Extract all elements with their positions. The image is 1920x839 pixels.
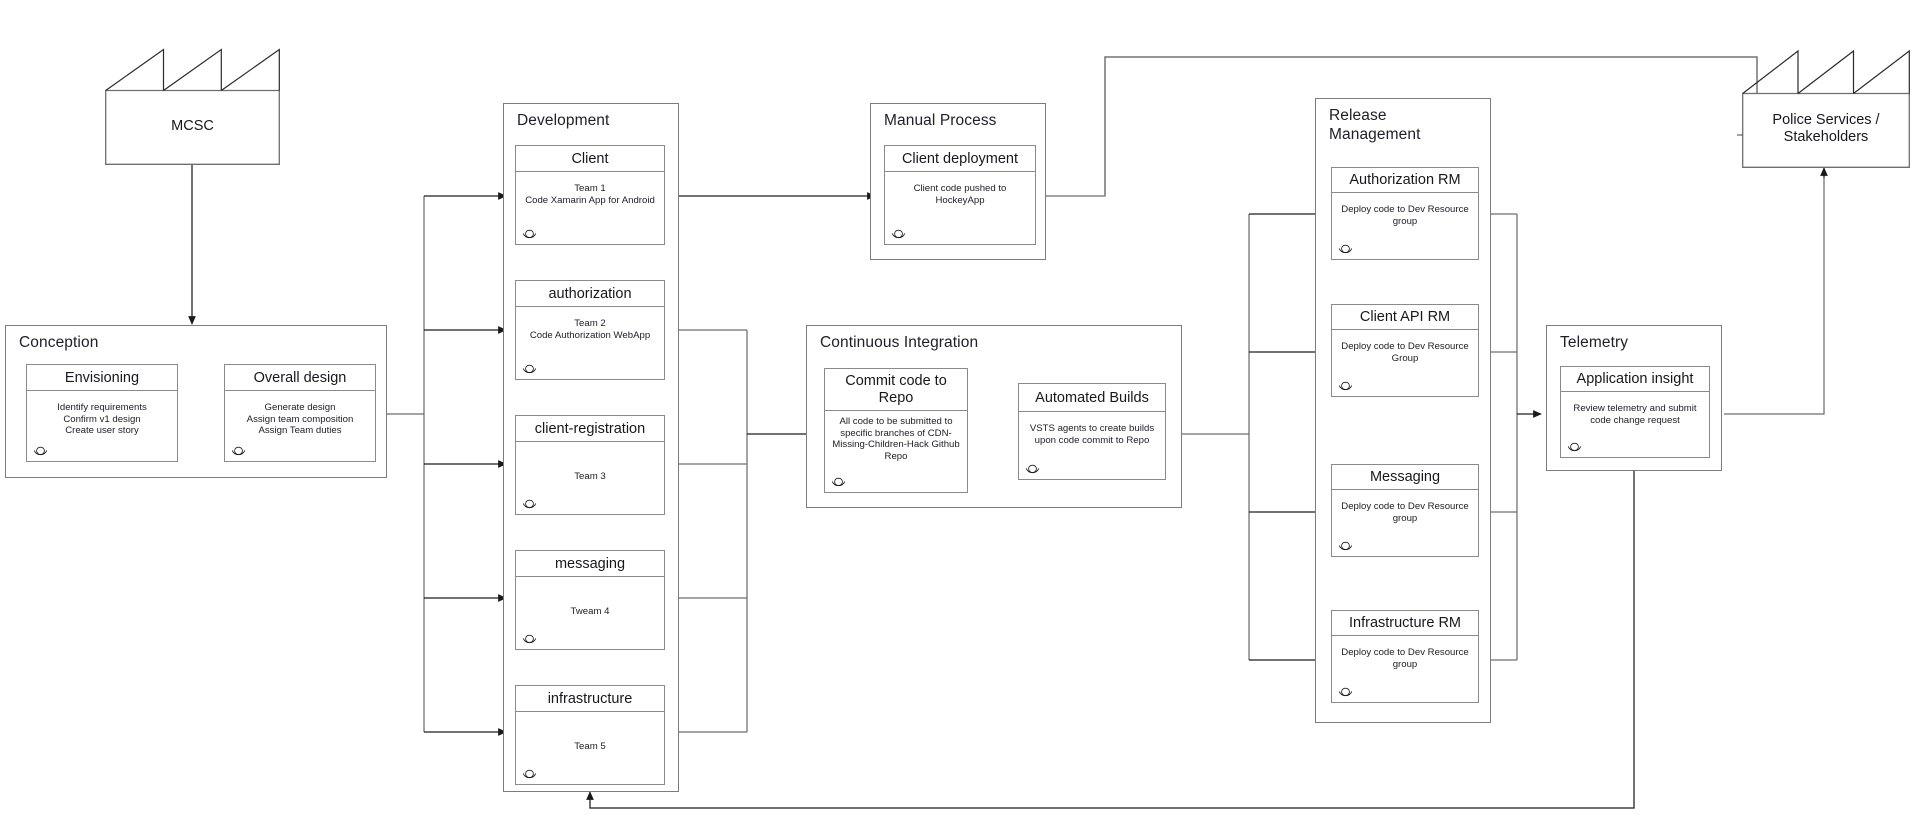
pool-manual-process-title: Manual Process	[884, 112, 997, 129]
task-client-api-rm-body: Deploy code to Dev Resource Group	[1332, 330, 1478, 396]
manual-hand-icon	[33, 446, 48, 456]
task-client-api-rm-header: Client API RM	[1332, 305, 1478, 330]
manual-hand-icon	[231, 446, 246, 456]
task-messaging-rm-header: Messaging	[1332, 465, 1478, 490]
task-client[interactable]: Client Team 1 Code Xamarin App for Andro…	[515, 145, 665, 245]
task-infrastructure-text: Team 5	[574, 741, 606, 752]
task-infrastructure-rm-header: Infrastructure RM	[1332, 611, 1478, 636]
task-messaging-rm-body: Deploy code to Dev Resource group	[1332, 490, 1478, 556]
task-commit-code-to-repo-header: Commit code to Repo	[825, 369, 967, 411]
task-overall-design-header: Overall design	[225, 365, 375, 391]
task-authorization-body: Team 2 Code Authorization WebApp	[516, 307, 664, 379]
manual-hand-icon	[1338, 244, 1353, 254]
factory-shape-icon	[1742, 49, 1910, 168]
manual-hand-icon	[891, 229, 906, 239]
task-authorization-header: authorization	[516, 281, 664, 307]
manual-hand-icon	[1338, 687, 1353, 697]
task-authorization-rm[interactable]: Authorization RM Deploy code to Dev Reso…	[1331, 167, 1479, 260]
task-overall-design-body: Generate design Assign team composition …	[225, 391, 375, 461]
task-messaging-header: messaging	[516, 551, 664, 577]
task-client-deployment[interactable]: Client deployment Client code pushed to …	[884, 145, 1036, 245]
task-application-insight-header: Application insight	[1561, 367, 1709, 392]
pool-release-management-title: Release Management	[1329, 107, 1421, 143]
manual-hand-icon	[522, 364, 537, 374]
task-client-api-rm-text: Deploy code to Dev Resource Group	[1341, 341, 1469, 364]
task-messaging-rm-text: Deploy code to Dev Resource group	[1341, 501, 1469, 524]
manual-hand-icon	[1338, 381, 1353, 391]
task-application-insight[interactable]: Application insight Review telemetry and…	[1560, 366, 1710, 458]
task-envisioning-text: Identify requirements Confirm v1 design …	[57, 402, 147, 437]
manual-hand-icon	[522, 229, 537, 239]
external-entity-police-services-label: Police Services / Stakeholders	[1772, 112, 1880, 145]
task-automated-builds-text: VSTS agents to create builds upon code c…	[1029, 423, 1155, 446]
task-automated-builds-header: Automated Builds	[1019, 384, 1165, 412]
task-application-insight-body: Review telemetry and submit code change …	[1561, 392, 1709, 457]
task-client-api-rm[interactable]: Client API RM Deploy code to Dev Resourc…	[1331, 304, 1479, 397]
task-infrastructure-rm-text: Deploy code to Dev Resource group	[1341, 647, 1469, 670]
task-authorization-text: Team 2 Code Authorization WebApp	[529, 318, 651, 341]
task-client-text: Team 1 Code Xamarin App for Android	[525, 183, 655, 206]
task-automated-builds-body: VSTS agents to create builds upon code c…	[1019, 412, 1165, 479]
task-commit-code-to-repo-text: All code to be submitted to specific bra…	[832, 416, 960, 462]
task-envisioning-body: Identify requirements Confirm v1 design …	[27, 391, 177, 461]
task-infrastructure-body: Team 5	[516, 712, 664, 784]
task-infrastructure-rm-body: Deploy code to Dev Resource group	[1332, 636, 1478, 702]
pool-conception-title: Conception	[19, 334, 99, 351]
factory-shape-icon	[105, 48, 280, 165]
external-entity-police-services[interactable]: Police Services / Stakeholders	[1742, 40, 1910, 168]
task-authorization[interactable]: authorization Team 2 Code Authorization …	[515, 280, 665, 380]
pool-telemetry-title: Telemetry	[1560, 334, 1629, 351]
task-commit-code-to-repo[interactable]: Commit code to Repo All code to be submi…	[824, 368, 968, 493]
pool-development-title: Development	[517, 112, 610, 129]
task-envisioning[interactable]: Envisioning Identify requirements Confir…	[26, 364, 178, 462]
task-messaging[interactable]: messaging Tweam 4	[515, 550, 665, 650]
task-overall-design-text: Generate design Assign team composition …	[246, 402, 354, 437]
task-client-deployment-header: Client deployment	[885, 146, 1035, 172]
manual-hand-icon	[522, 769, 537, 779]
task-application-insight-text: Review telemetry and submit code change …	[1573, 403, 1697, 426]
manual-hand-icon	[1338, 541, 1353, 551]
task-messaging-rm[interactable]: Messaging Deploy code to Dev Resource gr…	[1331, 464, 1479, 557]
task-infrastructure[interactable]: infrastructure Team 5	[515, 685, 665, 785]
task-commit-code-to-repo-body: All code to be submitted to specific bra…	[825, 411, 967, 492]
task-client-registration-header: client-registration	[516, 416, 664, 442]
manual-hand-icon	[522, 499, 537, 509]
task-automated-builds[interactable]: Automated Builds VSTS agents to create b…	[1018, 383, 1166, 480]
task-client-deployment-body: Client code pushed to HockeyApp	[885, 172, 1035, 244]
external-entity-mcsc[interactable]: MCSC	[105, 40, 280, 165]
task-authorization-rm-header: Authorization RM	[1332, 168, 1478, 193]
manual-hand-icon	[522, 634, 537, 644]
task-client-body: Team 1 Code Xamarin App for Android	[516, 172, 664, 244]
task-infrastructure-rm[interactable]: Infrastructure RM Deploy code to Dev Res…	[1331, 610, 1479, 703]
task-overall-design[interactable]: Overall design Generate design Assign te…	[224, 364, 376, 462]
task-client-header: Client	[516, 146, 664, 172]
manual-hand-icon	[831, 477, 846, 487]
task-messaging-text: Tweam 4	[570, 606, 610, 617]
pool-continuous-integration-title: Continuous Integration	[820, 334, 979, 351]
manual-hand-icon	[1025, 464, 1040, 474]
manual-hand-icon	[1567, 442, 1582, 452]
task-client-registration[interactable]: client-registration Team 3	[515, 415, 665, 515]
task-client-registration-body: Team 3	[516, 442, 664, 514]
task-authorization-rm-text: Deploy code to Dev Resource group	[1341, 204, 1469, 227]
external-entity-mcsc-label: MCSC	[171, 118, 214, 134]
task-client-deployment-text: Client code pushed to HockeyApp	[913, 183, 1007, 206]
task-infrastructure-header: infrastructure	[516, 686, 664, 712]
task-envisioning-header: Envisioning	[27, 365, 177, 391]
task-authorization-rm-body: Deploy code to Dev Resource group	[1332, 193, 1478, 259]
task-client-registration-text: Team 3	[574, 471, 606, 482]
task-messaging-body: Tweam 4	[516, 577, 664, 649]
